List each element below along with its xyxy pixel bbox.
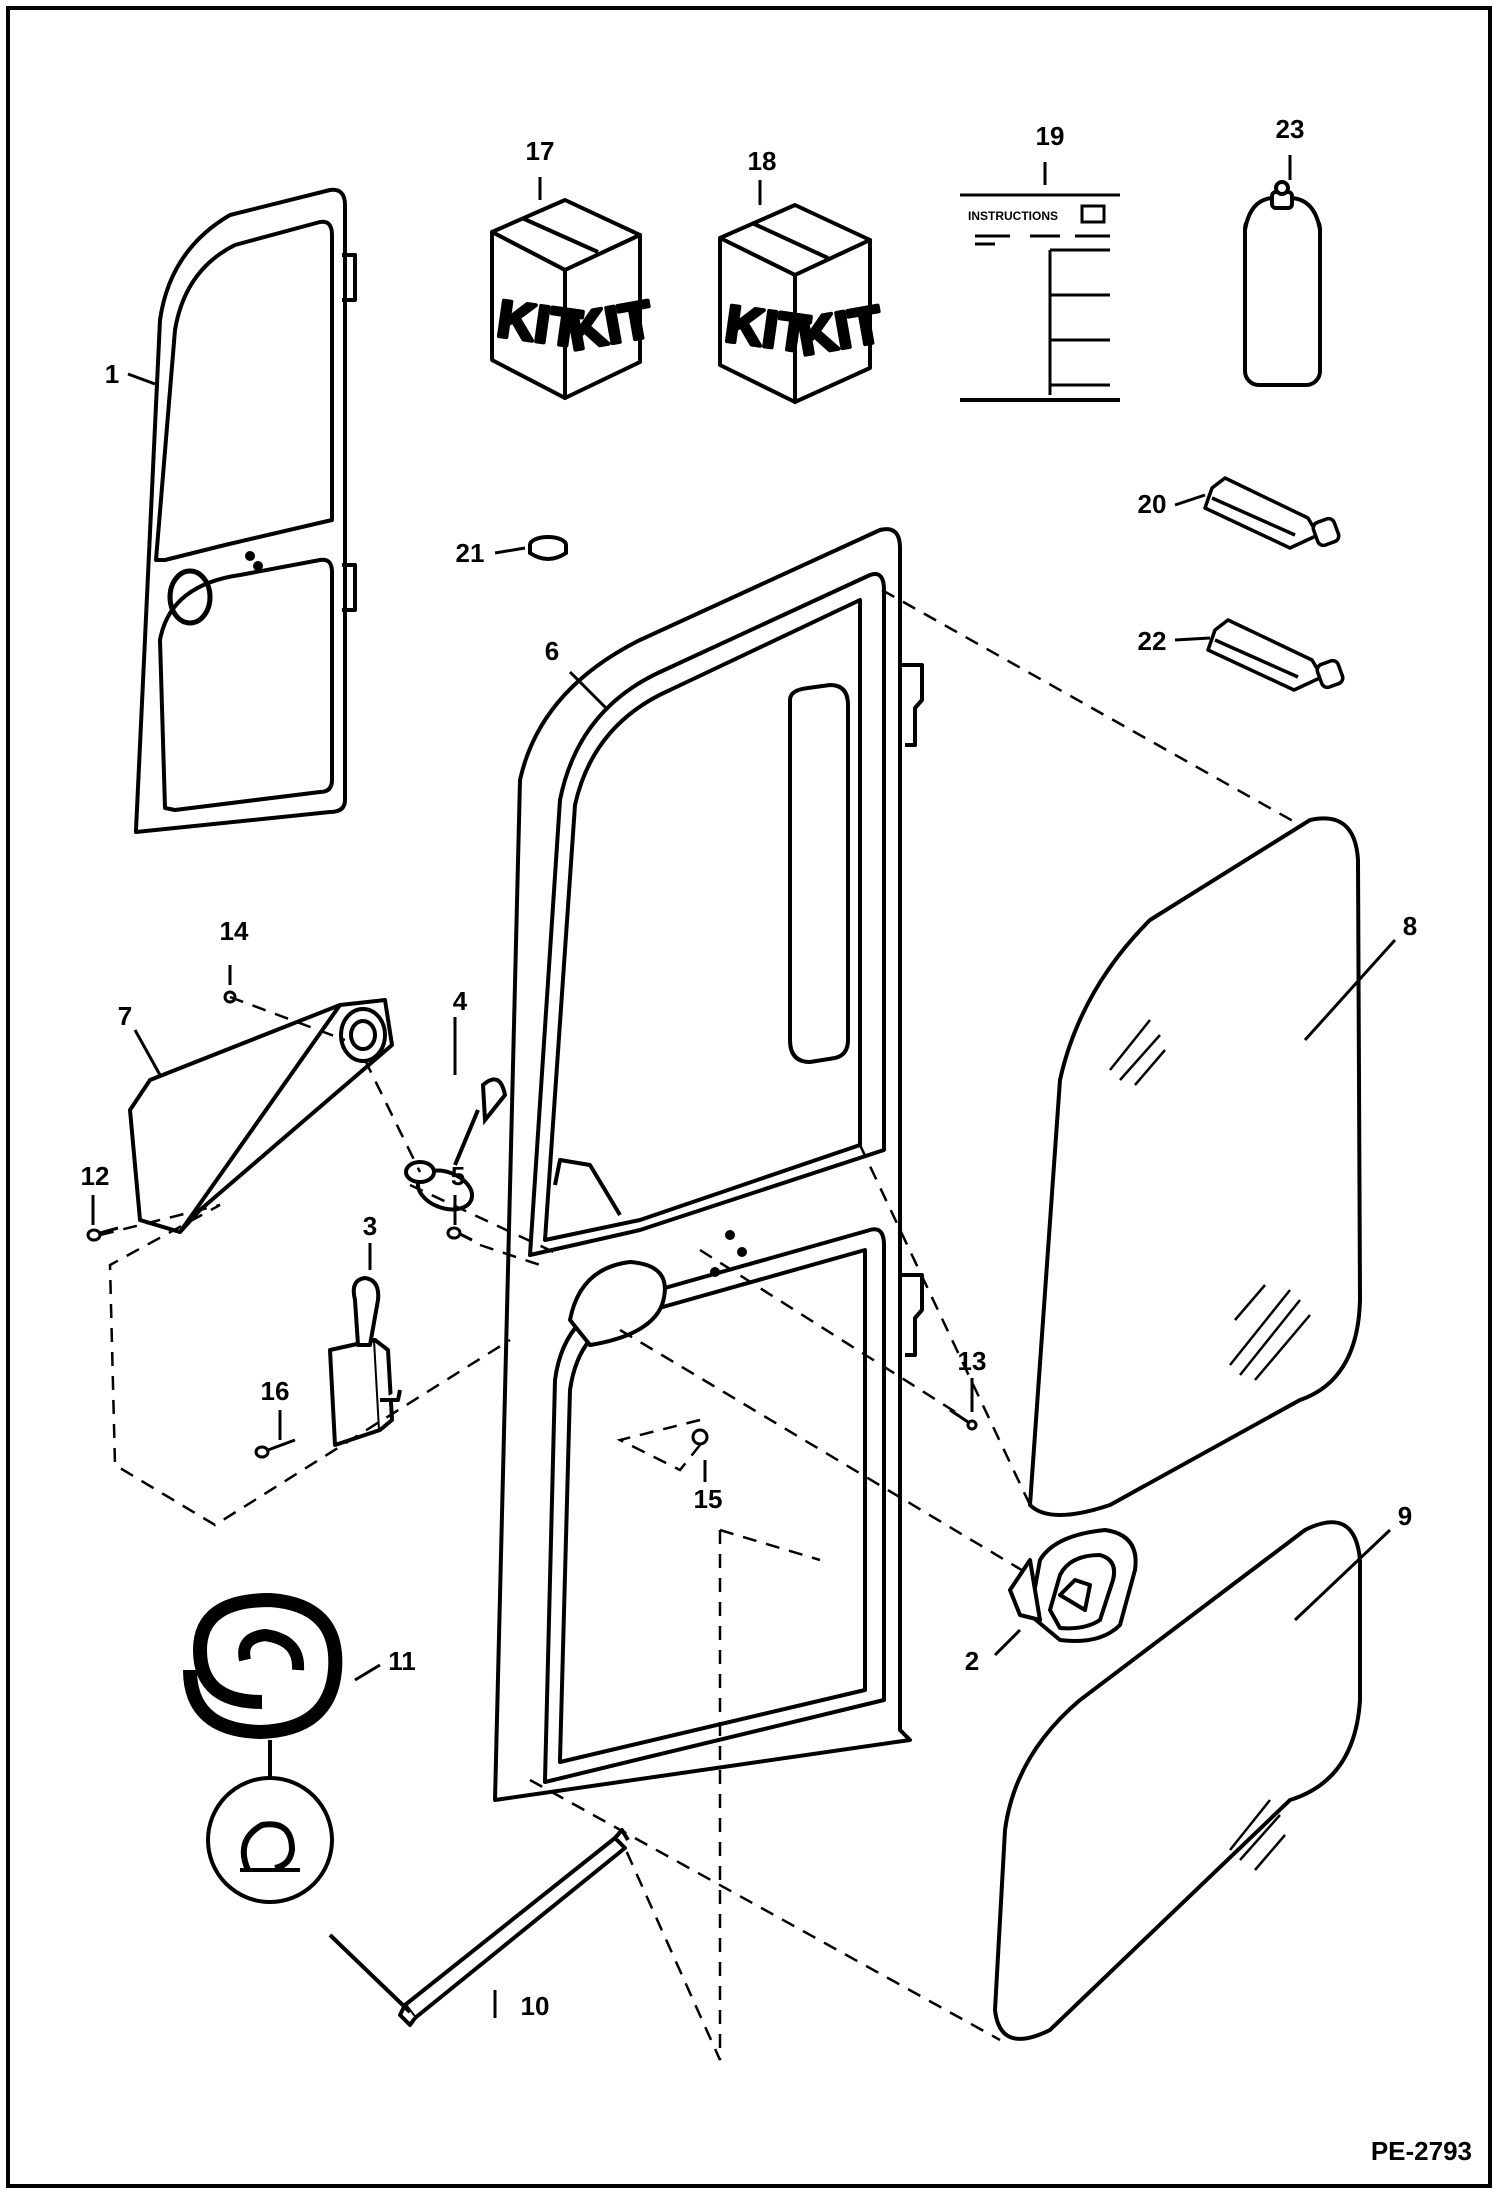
part-17-kit-box: KIT KIT [490,198,659,400]
callout-6: 6 [545,636,559,666]
fasteners [86,990,978,1459]
part-19-instructions: INSTRUCTIONS [960,193,1120,402]
part-2-door-handle [1008,1528,1138,1643]
part-16-screw [254,1438,296,1459]
kit-label-17-right: KIT [564,290,657,362]
callout-12: 12 [81,1161,110,1191]
part-10-seal-strip [328,1828,630,2027]
part-13-screw [949,1408,978,1431]
callout-9: 9 [1398,1501,1412,1531]
callout-18: 18 [748,146,777,176]
assembly-lines [99,588,1301,2061]
callout-22: 22 [1138,626,1167,656]
callout-10: 10 [521,1991,550,2021]
callout-21: 21 [456,538,485,568]
callout-2: 2 [965,1646,979,1676]
figure-reference: PE-2793 [1371,2136,1472,2166]
part-4-lock-cylinder [404,1077,508,1212]
callout-20: 20 [1138,489,1167,519]
part-15-nut [691,1428,709,1446]
part-20-tube [1203,476,1341,550]
callout-3: 3 [363,1211,377,1241]
callout-19: 19 [1036,121,1065,151]
kit-label-18-left: KIT [722,295,813,364]
callout-4: 4 [453,986,468,1016]
part-7-bracket [128,998,394,1234]
part-22-tube [1206,618,1345,692]
part-21-plug [528,535,568,561]
part-6-main-door-frame [493,527,924,1802]
callout-13: 13 [958,1346,987,1376]
part-18-kit-box: KIT KIT [718,203,889,404]
part-12-screw [86,1226,119,1242]
callout-1: 1 [105,359,119,389]
part-11-seal-coil [183,1592,343,1740]
callout-7: 7 [118,1001,132,1031]
seal-detail-magnified [206,1740,334,1904]
callout-15: 15 [694,1484,723,1514]
callout-17: 17 [526,136,555,166]
diagram-border [6,6,1492,2188]
part-5-screw [446,1226,473,1242]
part-3-latch [328,1276,402,1447]
callout-23: 23 [1276,114,1305,144]
callout-5: 5 [451,1161,465,1191]
callout-11: 11 [388,1646,416,1676]
callout-16: 16 [261,1376,290,1406]
callout-numbers: 1 2 3 4 5 6 7 8 9 10 11 12 13 14 15 16 1… [81,114,1418,2021]
callout-leaders [91,155,1397,2018]
part-8-upper-glass [1027,816,1363,1517]
callout-8: 8 [1403,911,1417,941]
callout-14: 14 [220,916,249,946]
part-1-door-assembly [134,187,357,834]
kit-label-17-left: KIT [494,290,585,359]
instructions-header: INSTRUCTIONS [968,209,1058,223]
part-23-spray-can [1243,180,1322,387]
